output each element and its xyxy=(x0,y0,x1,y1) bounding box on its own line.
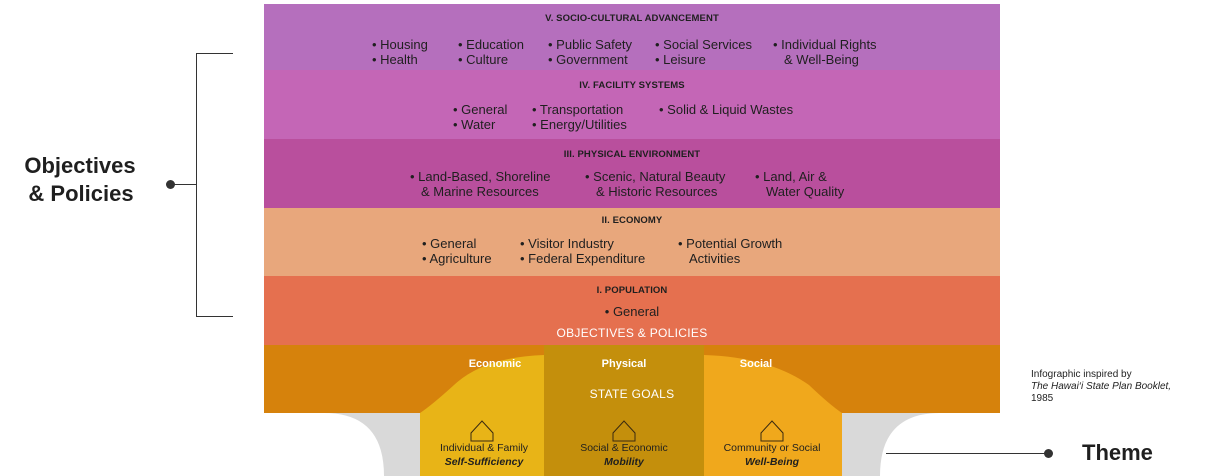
theme-line: Self-Sufficiency xyxy=(444,456,524,468)
list-item: • Housing• Health xyxy=(372,37,428,67)
item-text: • Housing xyxy=(372,37,428,52)
house-icon xyxy=(612,420,636,442)
theme-label: Theme xyxy=(1082,440,1153,465)
list-item: • Social Services• Leisure xyxy=(655,37,752,67)
band-title: III. PHYSICAL ENVIRONMENT xyxy=(563,149,701,160)
item-text: & Historic Resources xyxy=(596,184,718,199)
band-economy: II. ECONOMY • General• Agriculture • Vis… xyxy=(264,208,1000,276)
item-text: • Health xyxy=(372,52,418,67)
list-item: • Visitor Industry• Federal Expenditure xyxy=(520,236,645,266)
band-title: I. POPULATION xyxy=(596,285,668,296)
credit-note: Infographic inspired by The Hawai‘i Stat… xyxy=(1031,369,1171,405)
goal-social: Social xyxy=(739,358,773,370)
item-text: • Government xyxy=(548,52,628,67)
list-item: • Education• Culture xyxy=(458,37,524,67)
objectives-bracket xyxy=(196,53,233,317)
item-text: & Well-Being xyxy=(784,52,859,67)
theme-line: Individual & Family xyxy=(439,442,529,454)
item-text: • Land-Based, Shoreline xyxy=(410,169,551,184)
objectives-label-line1: Objectives xyxy=(24,153,136,178)
credit-line: Infographic inspired by xyxy=(1031,369,1132,380)
item-text: • Leisure xyxy=(655,52,706,67)
band-facility-systems: IV. FACILITY SYSTEMS • General• Water • … xyxy=(264,70,1000,139)
list-item: • Land, Air &Water Quality xyxy=(755,169,844,199)
theme-physical-block xyxy=(544,413,704,476)
item-text: • Transportation xyxy=(532,102,624,117)
item-text: • Scenic, Natural Beauty xyxy=(585,169,726,184)
goal-physical: Physical xyxy=(601,358,647,370)
band-title: II. ECONOMY xyxy=(601,215,663,226)
objectives-policies-label: Objectives & Policies xyxy=(0,152,160,208)
item-text: • Land, Air & xyxy=(755,169,827,184)
objectives-policies-footer: OBJECTIVES & POLICIES xyxy=(556,326,708,340)
bracket-connector xyxy=(170,184,197,185)
theme-connector xyxy=(886,453,1050,454)
item-text: Activities xyxy=(689,251,741,266)
item-text: • Visitor Industry xyxy=(520,236,614,251)
goal-economic: Economic xyxy=(468,358,522,370)
item-text: Water Quality xyxy=(766,184,845,199)
band-title: IV. FACILITY SYSTEMS xyxy=(579,80,685,91)
item-text: • Culture xyxy=(458,52,509,67)
list-item: • Public Safety• Government xyxy=(548,37,632,67)
list-item: • Individual Rights& Well-Being xyxy=(773,37,877,67)
item-text: • Agriculture xyxy=(422,251,492,266)
theme-line: Community or Social xyxy=(723,442,821,454)
list-item: • General• Agriculture xyxy=(422,236,492,266)
house-icon xyxy=(760,420,784,442)
bracket-dot xyxy=(166,180,175,189)
band-physical-environment: III. PHYSICAL ENVIRONMENT • Land-Based, … xyxy=(264,139,1000,208)
list-item: • Transportation• Energy/Utilities xyxy=(532,102,627,132)
band-socio-cultural: V. SOCIO-CULTURAL ADVANCEMENT • Housing•… xyxy=(264,4,1000,70)
base-right-curve xyxy=(842,413,1000,476)
theme-line: Mobility xyxy=(604,456,644,468)
state-goals-label: STATE GOALS xyxy=(589,387,675,401)
goal-arches xyxy=(264,345,1000,413)
base-left-curve xyxy=(264,413,420,476)
list-item: • General xyxy=(264,304,1000,319)
theme-base xyxy=(264,413,1000,476)
item-text: • Solid & Liquid Wastes xyxy=(659,102,794,117)
list-item: • Land-Based, Shoreline& Marine Resource… xyxy=(410,169,550,199)
item-text: • General xyxy=(422,236,477,251)
list-item: • General• Water xyxy=(453,102,507,132)
economic-shoulder xyxy=(264,345,544,413)
theme-dot xyxy=(1044,449,1053,458)
theme-economic-text: Individual & Family Self-Sufficiency xyxy=(424,441,544,469)
list-item: • Solid & Liquid Wastes xyxy=(659,102,793,117)
item-text: • Individual Rights xyxy=(773,37,877,52)
band-population: I. POPULATION • General OBJECTIVES & POL… xyxy=(264,276,1000,345)
theme-line: Social & Economic xyxy=(580,442,668,454)
state-goals-band: Economic Physical Social STATE GOALS xyxy=(264,345,1000,413)
item-text: • Social Services xyxy=(655,37,753,52)
social-shoulder xyxy=(704,345,1000,413)
item-text: • Public Safety xyxy=(548,37,633,52)
item-text: • Energy/Utilities xyxy=(532,117,627,132)
item-text: & Marine Resources xyxy=(421,184,539,199)
theme-line: Well-Being xyxy=(744,456,800,468)
theme-social-block xyxy=(704,413,842,476)
house-icon xyxy=(470,420,494,442)
list-item: • Scenic, Natural Beauty& Historic Resou… xyxy=(585,169,725,199)
theme-economic-block xyxy=(420,413,544,476)
item-text: • General xyxy=(604,304,660,319)
band-title: V. SOCIO-CULTURAL ADVANCEMENT xyxy=(545,13,719,24)
item-text: • Water xyxy=(453,117,496,132)
credit-line: The Hawai‘i State Plan Booklet, xyxy=(1031,381,1172,392)
objectives-label-line2: & Policies xyxy=(28,181,134,206)
theme-physical-text: Social & Economic Mobility xyxy=(546,441,702,469)
item-text: • General xyxy=(453,102,508,117)
physical-column xyxy=(544,345,704,413)
item-text: • Education xyxy=(458,37,524,52)
theme-social-text: Community or Social Well-Being xyxy=(706,441,838,469)
item-text: • Potential Growth xyxy=(678,236,783,251)
item-text: • Federal Expenditure xyxy=(520,251,646,266)
credit-line: 1985 xyxy=(1031,393,1054,404)
